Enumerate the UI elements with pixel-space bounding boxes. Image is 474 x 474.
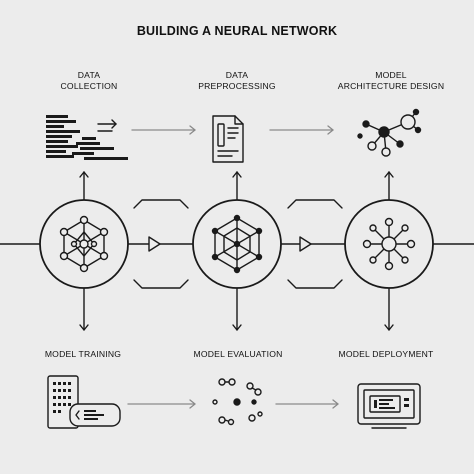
monitor-icon	[357, 383, 421, 429]
label-data-preprocessing-line1: DATA	[225, 70, 249, 80]
label-model-architecture-line2: ARCHITECTURE DESIGN	[337, 81, 445, 91]
label-model-architecture: MODEL ARCHITECTURE DESIGN	[316, 70, 466, 92]
neural-node-icon	[59, 215, 109, 273]
label-data-collection-line1: DATA	[77, 70, 101, 80]
scatter-nodes-icon	[212, 378, 263, 426]
label-data-collection-line2: COLLECTION	[60, 81, 118, 91]
label-data-collection: DATA COLLECTION	[14, 70, 164, 92]
server-icon	[47, 375, 121, 429]
label-model-evaluation: MODEL EVALUATION	[193, 349, 283, 359]
label-model-deployment: MODEL DEPLOYMENT	[338, 349, 434, 359]
radial-node-icon	[362, 217, 416, 271]
label-data-preprocessing: DATA PREPROCESSING	[162, 70, 312, 92]
document-icon	[212, 115, 244, 163]
network-graph-icon	[357, 108, 422, 157]
label-model-training: MODEL TRAINING	[44, 349, 122, 359]
flow-arrows-top	[131, 125, 334, 135]
label-data-preprocessing-line2: PREPROCESSING	[198, 81, 276, 91]
data-bars-icon	[46, 115, 128, 160]
page-title: BUILDING A NEURAL NETWORK	[136, 24, 338, 38]
wireframe-node-icon	[211, 214, 263, 274]
flow-arrows-bottom	[127, 399, 339, 409]
label-model-architecture-line1: MODEL	[375, 70, 407, 80]
